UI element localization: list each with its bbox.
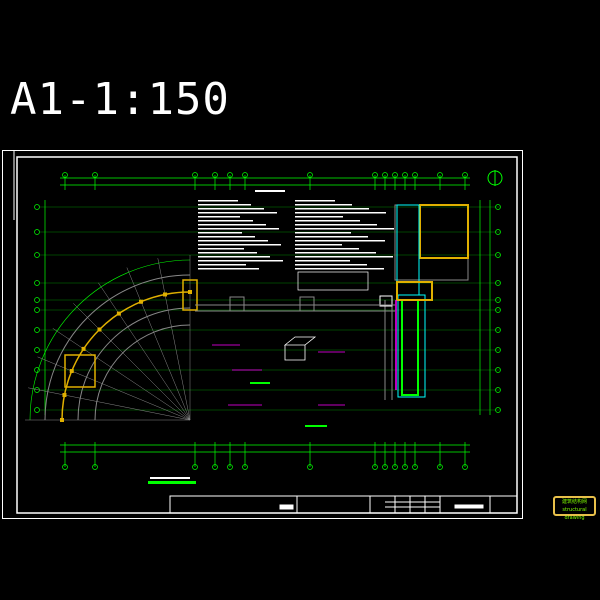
caption-bar: [148, 477, 196, 484]
grid-lines: [34, 172, 501, 470]
general-notes: [198, 200, 394, 291]
notes-text: [255, 190, 285, 192]
right-building-plan: [379, 204, 469, 400]
curved-wing-plan: [25, 255, 198, 422]
corridor: [195, 296, 395, 312]
title-block: [169, 495, 518, 514]
stamp-line1: 建筑结构网: [561, 499, 587, 505]
drawing-scale-title: A1-1:150: [10, 74, 230, 125]
details: [212, 336, 345, 427]
stamp-line2: structural drawing: [562, 507, 587, 521]
north-arrow: [487, 170, 503, 186]
watermark-stamp: 建筑结构网 structural drawing: [553, 496, 596, 521]
